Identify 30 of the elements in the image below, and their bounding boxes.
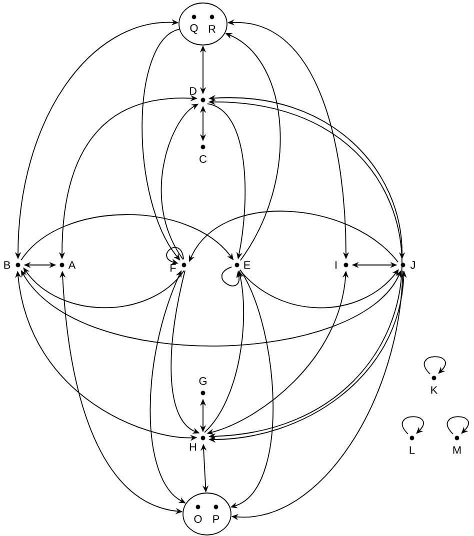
node-label: I (335, 261, 337, 269)
vertex: J (400, 261, 415, 269)
vertex: K (431, 376, 438, 394)
node-label: A (68, 261, 76, 269)
vertex: G (199, 377, 206, 396)
node-label: G (199, 377, 206, 385)
vertex: D (190, 87, 206, 102)
arrow (424, 356, 446, 374)
node-label: M (453, 446, 461, 454)
vertex: B (4, 261, 20, 269)
node-label: F (170, 264, 176, 272)
vertex: C (200, 144, 207, 163)
node-label: L (410, 446, 415, 454)
node-label: E (244, 261, 250, 269)
node-label: J (410, 261, 415, 269)
arrow (446, 416, 469, 434)
node-label: K (431, 386, 438, 394)
arrow (402, 416, 424, 434)
vertex: E (234, 261, 250, 269)
vertex: I (335, 261, 348, 269)
vertex: A (60, 261, 76, 269)
arrow (188, 210, 398, 263)
vertex: H (190, 436, 206, 451)
vertex: M (453, 436, 461, 454)
node-label: H (190, 443, 196, 451)
node-label: D (190, 87, 196, 95)
vertex: F (170, 262, 186, 272)
vertex: L (410, 436, 415, 454)
node-label: C (200, 155, 207, 163)
node-label: B (4, 261, 10, 269)
